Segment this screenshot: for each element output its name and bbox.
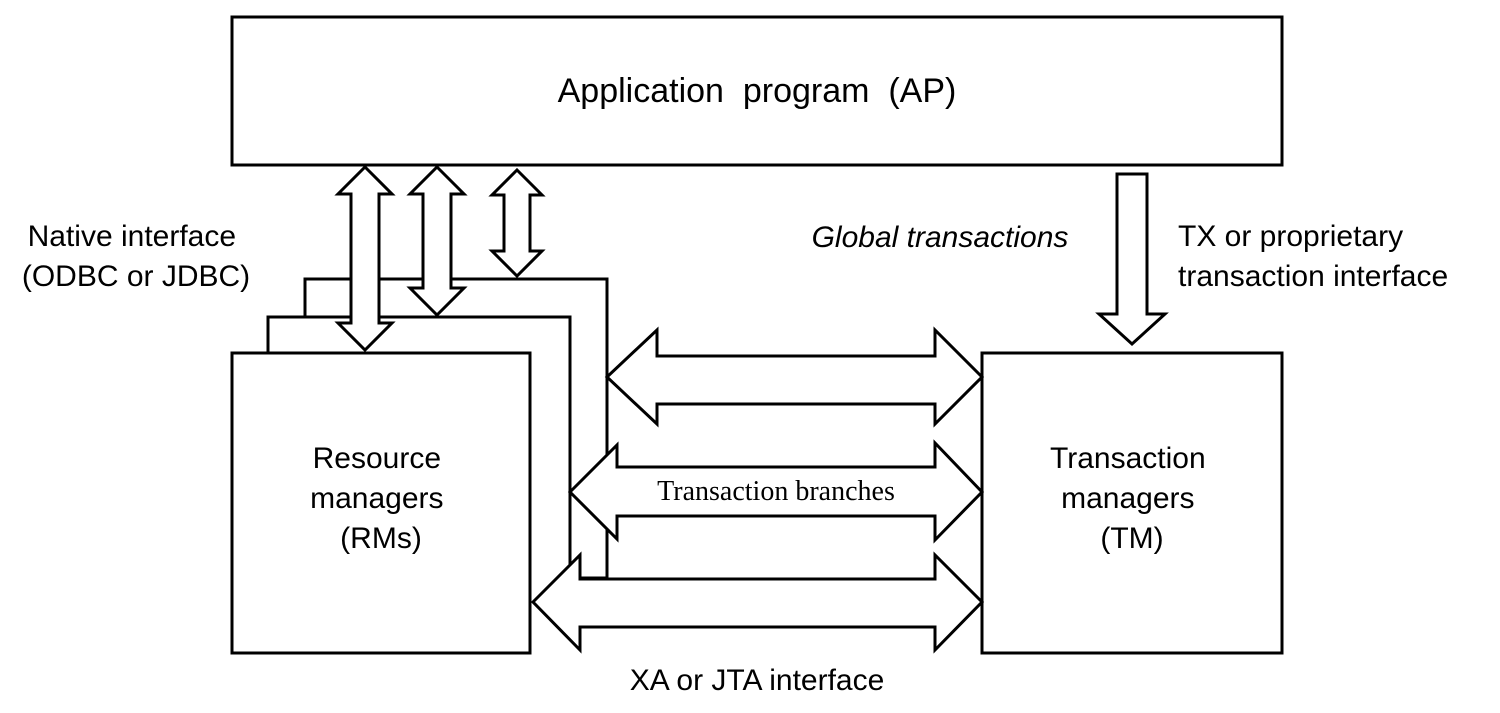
native-interface-line-1: Native interface xyxy=(28,220,236,253)
global-transactions-label: Global transactions xyxy=(812,221,1069,254)
application-program-box xyxy=(230,15,1284,167)
tx-interface-line-1: TX or proprietary xyxy=(1178,220,1403,253)
resource-managers-label: Resource managers (RMs) xyxy=(310,442,452,555)
native-interface-label: Native interface (ODBC or JDBC) xyxy=(22,220,250,293)
resource-managers-box xyxy=(230,351,532,655)
application-program-label: Application program (AP) xyxy=(558,72,957,110)
xa-interface-label: XA or JTA interface xyxy=(630,664,885,697)
transaction-branches-label: Transaction branches xyxy=(657,476,895,507)
native-interface-line-2: (ODBC or JDBC) xyxy=(22,260,250,293)
native-arrow-1 xyxy=(334,164,396,353)
native-arrow-2 xyxy=(406,164,468,318)
rm-connector-outer xyxy=(266,315,572,616)
tx-interface-label: TX or proprietary transaction interface xyxy=(1178,220,1448,293)
resource-managers-line-3: (RMs) xyxy=(340,522,422,555)
resource-managers-line-2: managers xyxy=(310,482,443,515)
tx-interface-line-2: transaction interface xyxy=(1178,260,1448,293)
branch-arrow-bottom xyxy=(530,551,985,654)
branch-arrow-middle xyxy=(567,439,985,544)
transaction-managers-label: Transaction managers (TM) xyxy=(1050,442,1214,555)
resource-managers-line-1: Resource xyxy=(313,442,441,475)
transaction-managers-box xyxy=(980,351,1284,655)
tx-down-arrow xyxy=(1095,172,1169,347)
transaction-managers-line-3: (TM) xyxy=(1100,522,1163,555)
native-arrow-3 xyxy=(488,167,546,279)
transaction-managers-line-2: managers xyxy=(1061,482,1194,515)
branch-arrow-top xyxy=(604,326,985,428)
transaction-managers-line-1: Transaction xyxy=(1050,442,1206,475)
